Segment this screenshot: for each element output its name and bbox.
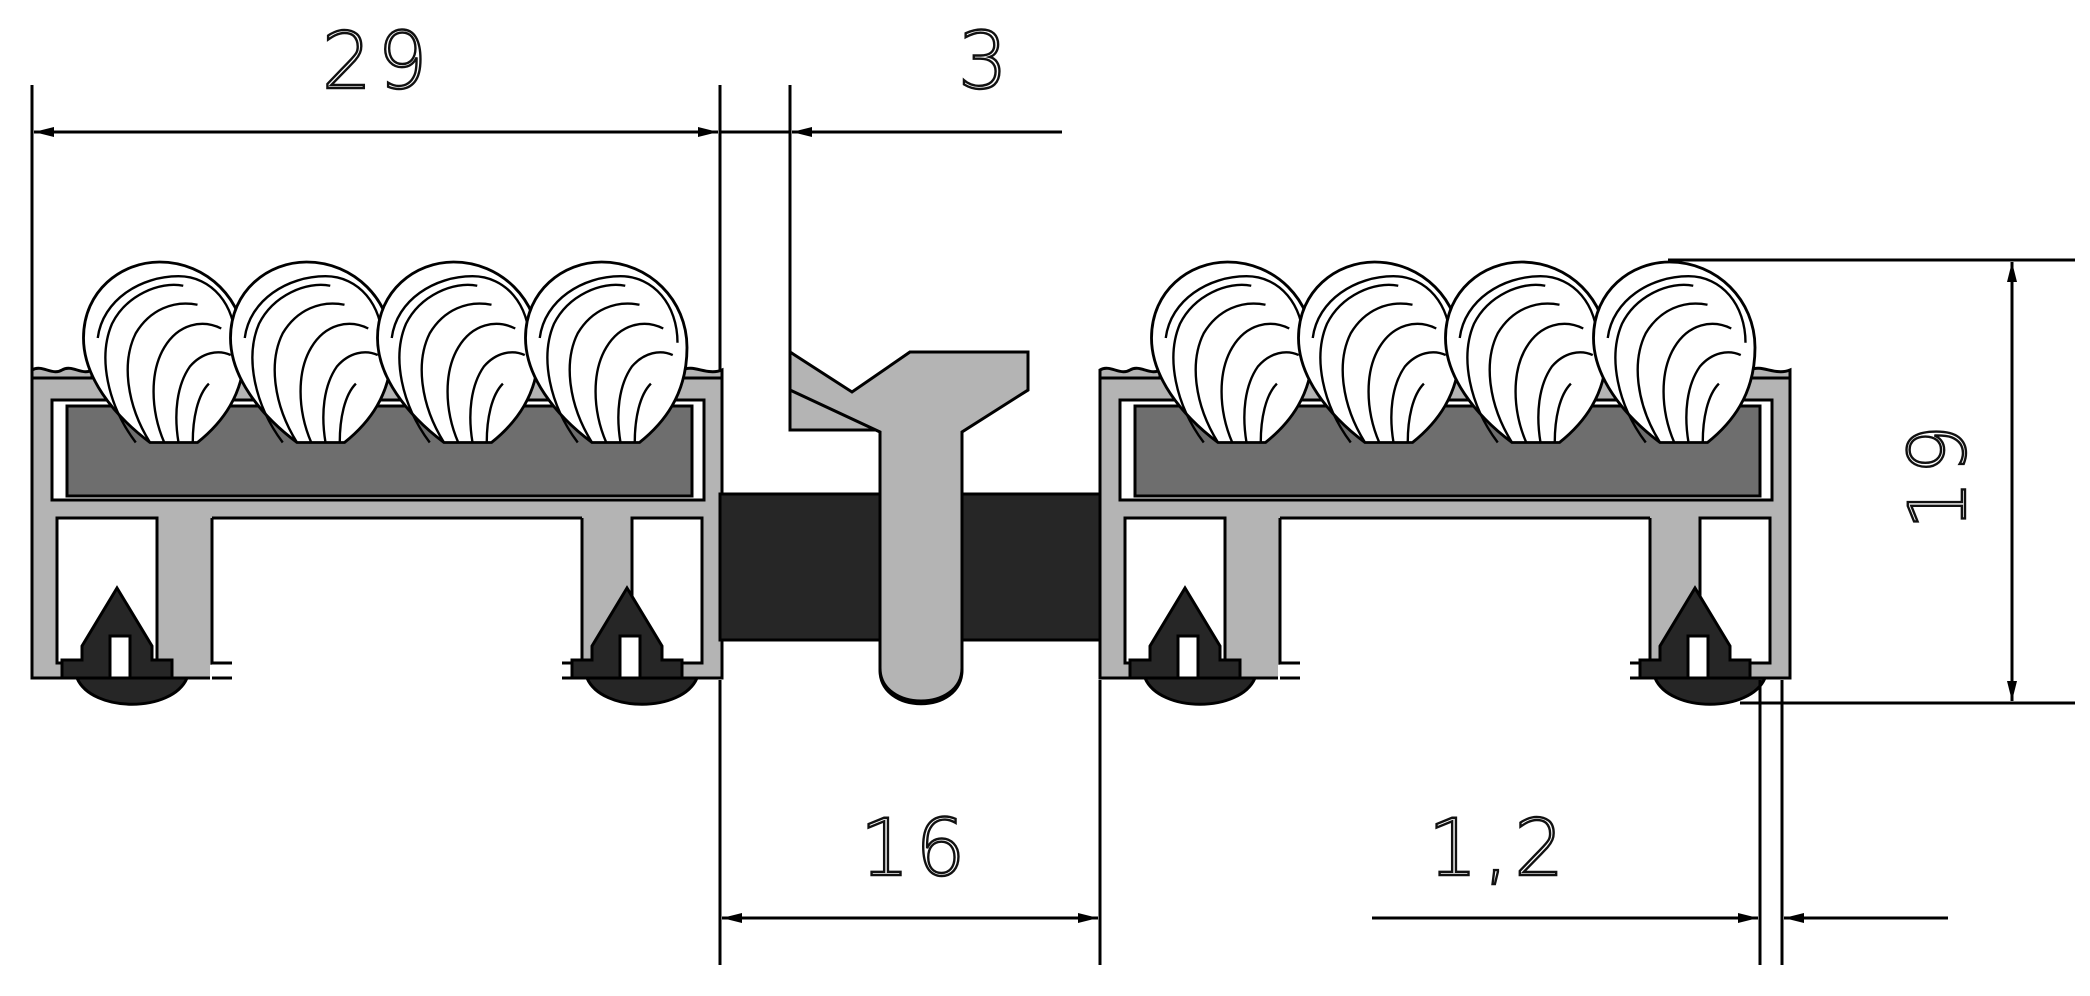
extension-lines xyxy=(30,85,2075,965)
dimension-lines xyxy=(34,127,2017,923)
dim-16-label: 16 xyxy=(860,804,971,894)
dim-29-label: 29 xyxy=(322,17,433,107)
center-t-shape xyxy=(788,349,1030,703)
dim-19-label: 19 xyxy=(1894,419,1984,530)
dim-12-label: 1,2 xyxy=(1428,804,1570,894)
dim-3-label: 3 xyxy=(958,17,1014,107)
